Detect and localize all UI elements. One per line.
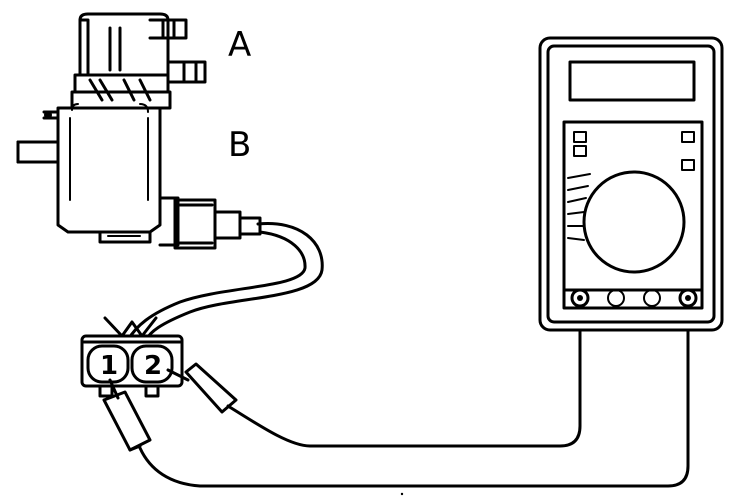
- probe-2: [166, 362, 238, 414]
- port-b-label: B: [228, 125, 251, 165]
- multimeter: [538, 36, 724, 332]
- valve-shaft: [16, 140, 60, 164]
- multimeter-button-left-1: [573, 131, 587, 143]
- valve-electrical-socket: [158, 196, 262, 250]
- pin-2-label: 2: [144, 351, 162, 381]
- multimeter-jack-2: [607, 289, 625, 307]
- scan-speck: [400, 492, 404, 496]
- valve-harness-cable: [126, 222, 324, 342]
- multimeter-button-left-2: [573, 145, 587, 157]
- probe-1: [102, 378, 152, 452]
- port-a-nipple: [148, 18, 188, 40]
- multimeter-button-right-1: [681, 131, 695, 143]
- multimeter-jack-3: [643, 289, 661, 307]
- multimeter-display: [568, 60, 696, 102]
- test-lead-pin-1: [138, 304, 690, 488]
- test-lead-pin-2: [226, 304, 582, 448]
- multimeter-jack-v-ohm: [678, 288, 698, 308]
- test-connector: 1 2: [80, 316, 184, 398]
- port-b-nipple: [166, 60, 207, 84]
- multimeter-button-right-2: [681, 159, 695, 171]
- pin-1-label: 1: [100, 351, 118, 381]
- multimeter-jack-com: [570, 288, 590, 308]
- multimeter-rotary-dial: [582, 170, 686, 274]
- solenoid-valve: [16, 12, 262, 250]
- port-a-label: A: [228, 25, 251, 65]
